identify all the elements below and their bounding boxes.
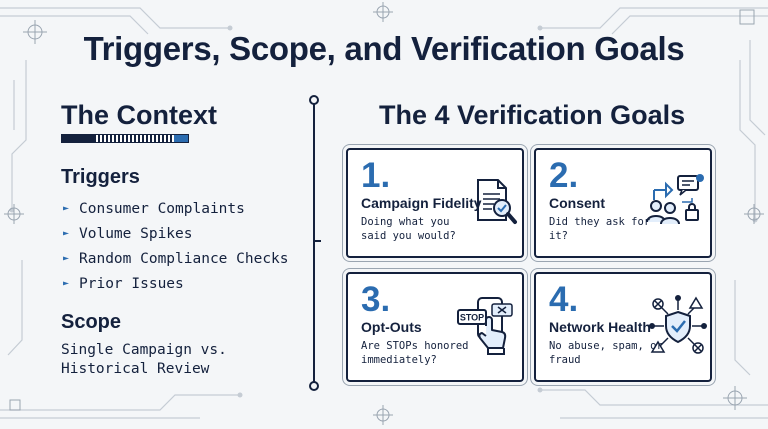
list-item: ► Prior Issues — [63, 271, 289, 296]
bullet-icon: ► — [63, 253, 70, 264]
bullet-icon: ► — [63, 203, 70, 214]
divider-tick — [313, 240, 321, 242]
trigger-label: Random Compliance Checks — [79, 250, 289, 267]
list-item: ► Random Compliance Checks — [63, 246, 289, 271]
stop-label: STOP — [460, 313, 484, 323]
list-item: ► Volume Spikes — [63, 221, 289, 246]
trigger-label: Prior Issues — [79, 275, 184, 292]
divider-endpoint — [309, 381, 319, 391]
goal-description: No abuse, spam, or fraud — [549, 340, 663, 366]
scope-text: Single Campaign vs. Historical Review — [61, 342, 227, 377]
goal-number: 3. — [361, 280, 391, 319]
goal-card-opt-outs: 3. STOP Opt-Outs Are STOPs honored immed… — [346, 272, 524, 382]
context-heading: The Context — [61, 100, 218, 130]
goal-card-network-health: 4. Network Health No abuse, spam, or fra… — [534, 272, 712, 382]
goal-description: Did they ask for it? — [549, 216, 651, 242]
divider-endpoint — [309, 95, 319, 105]
goal-card-consent: 2. Consent Did they ask for it? — [534, 148, 712, 258]
goals-heading: The 4 Verification Goals — [379, 100, 686, 130]
goal-number: 2. — [549, 156, 579, 195]
trigger-label: Volume Spikes — [79, 225, 193, 242]
shield-network-icon — [649, 295, 707, 354]
goal-name: Network Health — [549, 319, 651, 335]
slide-title: Triggers, Scope, and Verification Goals — [83, 30, 685, 67]
phone-stop-icon: STOP — [457, 297, 513, 355]
goal-number: 1. — [361, 156, 391, 195]
triggers-list: ► Consumer Complaints ► Volume Spikes ► Ran… — [63, 196, 289, 296]
bullet-icon: ► — [63, 278, 70, 289]
document-magnifier-icon — [477, 179, 517, 224]
context-underline-bar — [61, 134, 189, 143]
goal-name: Consent — [549, 195, 605, 211]
scope-heading: Scope — [61, 311, 122, 333]
bullet-icon: ► — [63, 228, 70, 239]
goal-description: Are STOPs honored immediately? — [361, 340, 469, 366]
list-item: ► Consumer Complaints — [63, 196, 289, 221]
goal-description: Doing what you said you would? — [361, 216, 456, 242]
goal-name: Opt-Outs — [361, 319, 422, 335]
column-divider — [313, 100, 315, 386]
trigger-label: Consumer Complaints — [79, 200, 245, 217]
users-consent-icon — [646, 174, 704, 225]
goal-name: Campaign Fidelity — [361, 195, 482, 211]
goal-card-campaign-fidelity: 1. Campaign Fidelity Doing what you said… — [346, 148, 524, 258]
goal-number: 4. — [549, 280, 579, 319]
triggers-heading: Triggers — [61, 166, 140, 188]
